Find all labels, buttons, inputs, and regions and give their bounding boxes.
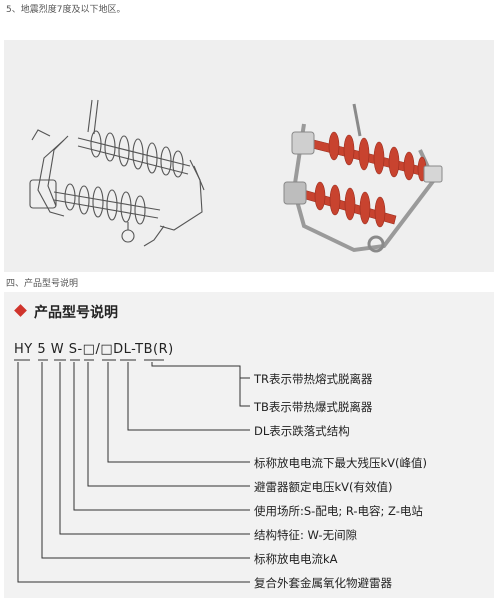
explanation-tb: TB表示带热爆式脱离器 bbox=[254, 400, 373, 414]
photo-arrester bbox=[283, 103, 443, 253]
explanation-structure: 结构特征: W-无间隙 bbox=[254, 528, 358, 542]
model-bracket-lines bbox=[14, 359, 250, 583]
explanation-residual-voltage: 标称放电电流下最大残压kV(峰值) bbox=[254, 456, 427, 470]
model-code: HY 5 W S-□/□DL-TB(R) bbox=[14, 342, 174, 357]
model-explanation-panel: 产品型号说明 HY 5 W S-□/□DL-TB(R) bbox=[4, 292, 494, 598]
explanation-dl: DL表示跌落式结构 bbox=[254, 424, 350, 438]
product-illustrations bbox=[29, 99, 443, 253]
section-caption: 四、产品型号说明 bbox=[6, 279, 79, 289]
explanation-place-of-use: 使用场所:S-配电; R-电容; Z-电站 bbox=[254, 504, 423, 518]
panel-title: 产品型号说明 bbox=[34, 305, 118, 321]
explanation-composite: 复合外套金属氧化物避雷器 bbox=[254, 576, 392, 590]
explanation-tr: TR表示带热熔式脱离器 bbox=[254, 372, 373, 386]
explanation-nominal-current: 标称放电电流kA bbox=[254, 552, 338, 566]
intro-item: 5、地震烈度7度及以下地区。 bbox=[6, 5, 126, 15]
line-drawing-arrester bbox=[29, 99, 205, 247]
product-image-panel bbox=[4, 40, 494, 272]
explanation-rated-voltage: 避雷器额定电压kV(有效值) bbox=[254, 480, 393, 494]
